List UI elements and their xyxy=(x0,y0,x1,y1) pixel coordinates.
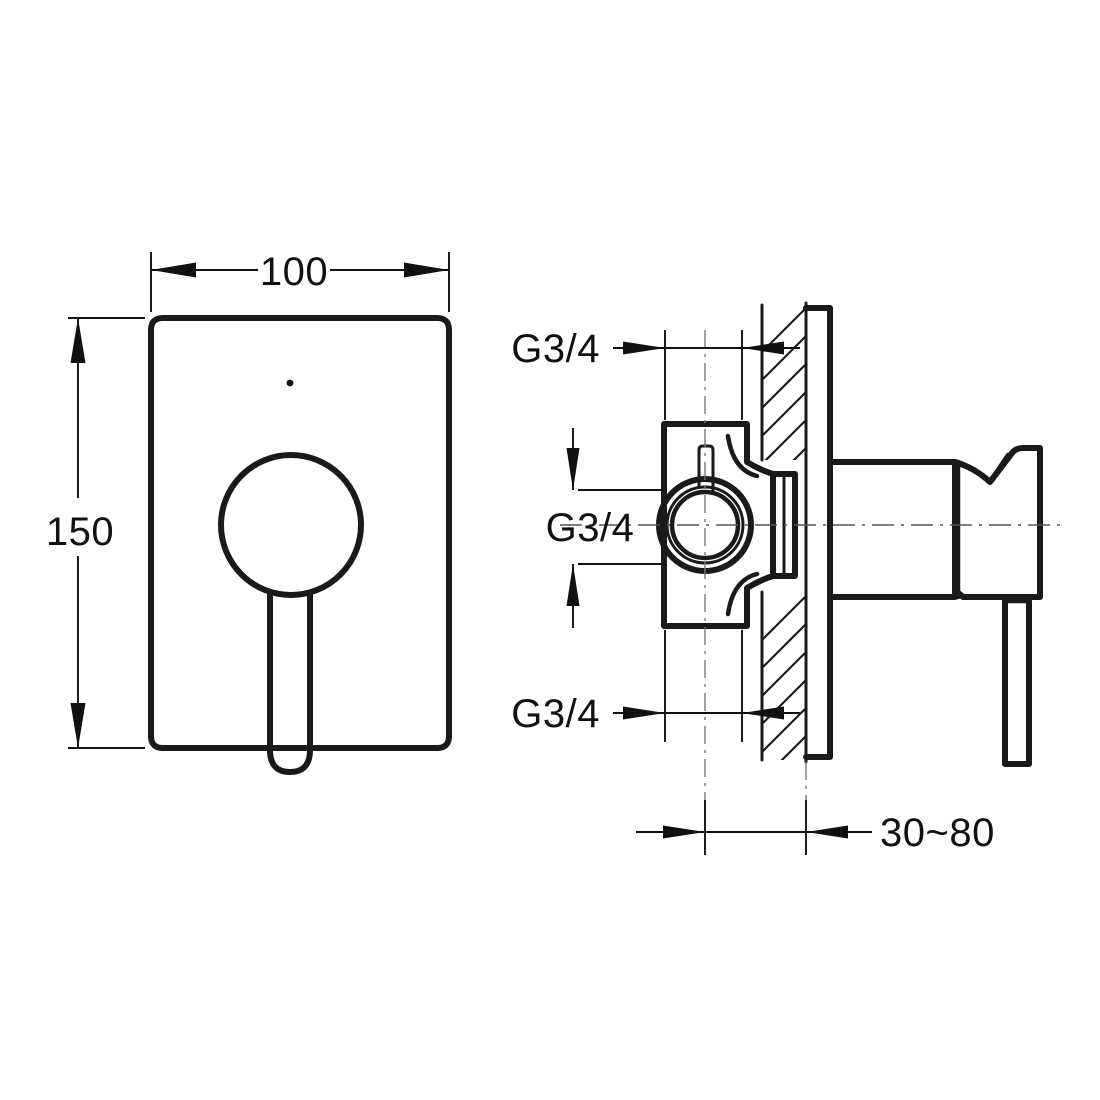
handle-cylinder-body xyxy=(827,459,958,600)
escutcheon-plate-section-outline xyxy=(803,305,833,760)
handle-end-cap xyxy=(952,445,1043,600)
arrow-top-thread-right xyxy=(742,341,784,355)
arrow-center-thread-down xyxy=(566,448,580,490)
dimension-center-thread: G3/4 xyxy=(546,428,665,628)
lever-stem-front xyxy=(267,542,313,775)
plate-center-marker-dot xyxy=(286,379,294,387)
knob-fill xyxy=(221,455,361,595)
dim-label-bottom-thread: G3/4 xyxy=(511,692,600,736)
center-lines xyxy=(560,330,1065,800)
handle-assembly-section xyxy=(827,445,1043,767)
escutcheon-plate-outline xyxy=(148,315,452,751)
front-view-dimensions: 100 150 xyxy=(46,250,450,749)
arrow-height-bottom xyxy=(70,703,86,748)
arrow-depth-left xyxy=(663,825,705,839)
valve-spindle-tube xyxy=(697,444,715,492)
wall-hatching-lower xyxy=(762,594,806,760)
dim-label-plate-width: 100 xyxy=(260,250,328,294)
escutcheon-plate-section xyxy=(803,305,833,760)
arrow-width-left xyxy=(151,262,196,278)
arrow-width-right xyxy=(404,262,449,278)
dimension-top-thread: G3/4 xyxy=(511,327,800,420)
dim-label-wall-depth: 30~80 xyxy=(880,811,995,855)
front-view xyxy=(148,315,452,775)
dim-label-plate-height: 150 xyxy=(46,510,114,554)
valve-body-lower-fillet xyxy=(725,571,760,617)
arrow-bottom-thread-right xyxy=(742,706,784,720)
arrow-depth-right xyxy=(806,825,848,839)
arrow-top-thread-left xyxy=(623,341,665,355)
dim-label-center-thread: G3/4 xyxy=(546,506,635,550)
knob-circle-front xyxy=(218,452,364,598)
valve-body-upper-fillet xyxy=(725,433,760,479)
valve-through-wall-nipple xyxy=(770,471,798,579)
wall-hatching-upper xyxy=(762,306,806,460)
handle-cap-inner-profile xyxy=(987,452,1011,485)
arrow-center-thread-up xyxy=(566,564,580,606)
dimension-bottom-thread: G3/4 xyxy=(511,630,800,742)
dim-label-top-thread: G3/4 xyxy=(511,327,600,371)
dimension-wall-depth: 30~80 xyxy=(636,800,995,855)
wall-section xyxy=(760,301,808,764)
arrow-bottom-thread-left xyxy=(623,706,665,720)
lever-stem-section xyxy=(1002,594,1032,767)
arrow-height-top xyxy=(70,318,86,363)
